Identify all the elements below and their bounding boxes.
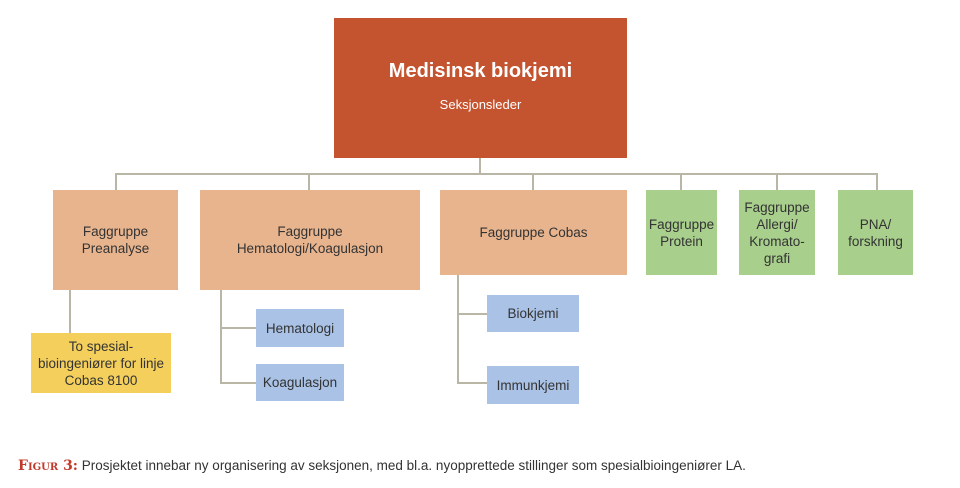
node-label: Faggruppe Cobas bbox=[479, 225, 588, 240]
node-label: Biokjemi bbox=[507, 306, 559, 321]
connector bbox=[220, 382, 256, 384]
node-label: Kromato- bbox=[749, 233, 805, 249]
node-label: Koagulasjon bbox=[262, 375, 338, 390]
caption-label: Figur 3: bbox=[18, 458, 78, 474]
connector bbox=[115, 173, 117, 190]
node-immunkjemi: Immunkjemi bbox=[487, 366, 579, 404]
root-title: Medisinsk biokjemi bbox=[388, 60, 573, 82]
node-label: Hematologi/Koagulasjon bbox=[236, 241, 384, 256]
connector bbox=[479, 158, 481, 175]
root-node: Medisinsk biokjemi Seksjonsleder bbox=[334, 18, 627, 158]
node-label: PNA/ bbox=[859, 216, 892, 232]
node-label: Faggruppe bbox=[648, 216, 715, 232]
node-label: bioingeniører for linje bbox=[37, 355, 165, 371]
connector bbox=[457, 382, 487, 384]
node-label: Allergi/ bbox=[756, 216, 798, 232]
connector bbox=[680, 173, 682, 190]
connector bbox=[69, 290, 71, 333]
node-label: Immunkjemi bbox=[496, 377, 570, 393]
connector bbox=[532, 173, 534, 190]
caption-text: Prosjektet innebar ny organisering av se… bbox=[77, 458, 746, 473]
node-label: Preanalyse bbox=[81, 241, 150, 256]
node-label: Faggruppe bbox=[82, 224, 149, 239]
connector bbox=[457, 275, 459, 384]
node-label: grafi bbox=[763, 250, 791, 266]
node-label: Faggruppe bbox=[277, 224, 343, 239]
node-cobas: Faggruppe Cobas bbox=[440, 190, 627, 275]
connector bbox=[220, 327, 256, 329]
connector bbox=[115, 173, 878, 175]
node-label: To spesial- bbox=[68, 338, 134, 354]
node-label: Protein bbox=[660, 233, 703, 249]
node-biokjemi: Biokjemi bbox=[487, 295, 579, 332]
node-hematologi: Hematologi bbox=[256, 309, 344, 347]
root-subtitle: Seksjonsleder bbox=[439, 97, 522, 112]
node-koagulasjon: Koagulasjon bbox=[256, 364, 344, 401]
node-label: Faggruppe bbox=[744, 199, 810, 215]
connector bbox=[776, 173, 778, 190]
connector bbox=[457, 313, 487, 315]
connector bbox=[220, 290, 222, 384]
node-label: forskning bbox=[848, 233, 903, 249]
node-label: Hematologi bbox=[265, 320, 335, 336]
figure-caption: Figur 3: Prosjektet innebar ny organiser… bbox=[18, 458, 746, 474]
connector bbox=[876, 173, 878, 190]
connector bbox=[308, 173, 310, 190]
node-pna: PNA/forskning bbox=[838, 190, 913, 275]
node-label: Cobas 8100 bbox=[64, 372, 138, 388]
